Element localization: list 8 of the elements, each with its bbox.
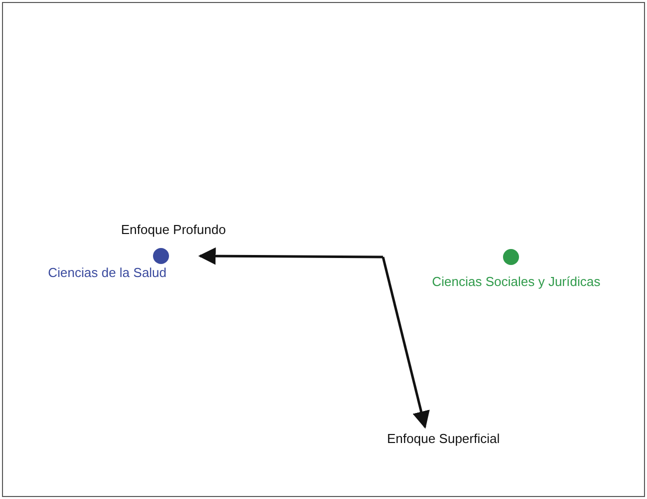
- data-point: [153, 248, 169, 264]
- axis-label: Enfoque Profundo: [121, 222, 226, 238]
- point-label: Ciencias Sociales y Jurídicas: [432, 274, 600, 290]
- arrow: [198, 247, 383, 265]
- axis-label: Enfoque Superficial: [387, 431, 500, 447]
- arrow: [382, 256, 430, 429]
- point-label: Ciencias de la Salud: [48, 265, 167, 281]
- data-point: [503, 249, 519, 265]
